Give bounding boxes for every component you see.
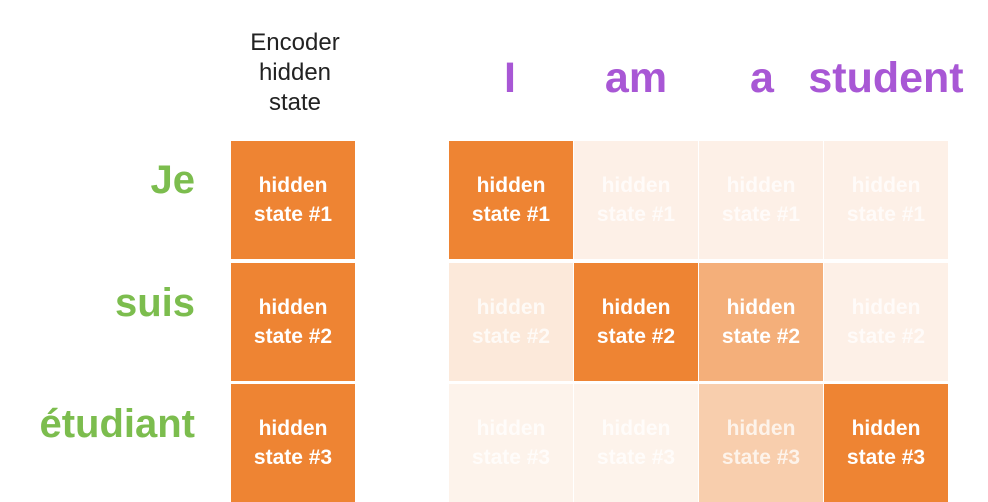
attention-cell-r3-c4: hidden state #3 (824, 384, 948, 502)
encoder-state-cell-3: hidden state #3 (231, 384, 355, 502)
attention-cell-r3-c1: hidden state #3 (449, 384, 573, 502)
attention-cell-r3-c2: hidden state #3 (574, 384, 698, 502)
attention-cell-r1-c2: hidden state #1 (574, 141, 698, 259)
attention-cell-r1-c4: hidden state #1 (824, 141, 948, 259)
target-word-4: student (808, 54, 964, 102)
target-word-1: I (504, 54, 516, 102)
attention-cell-r2-c2: hidden state #2 (574, 263, 698, 381)
attention-cell-r2-c4: hidden state #2 (824, 263, 948, 381)
target-word-2: am (604, 54, 668, 102)
encoder-state-cell-1: hidden state #1 (231, 141, 355, 259)
encoder-hidden-state-header: Encoder hidden state (250, 29, 340, 116)
target-word-3: a (750, 54, 774, 102)
attention-cell-r2-c3: hidden state #2 (699, 263, 823, 381)
attention-cell-r1-c3: hidden state #1 (699, 141, 823, 259)
attention-cell-r3-c3: hidden state #3 (699, 384, 823, 502)
source-word-2: suis (114, 281, 195, 325)
attention-cell-r2-c1: hidden state #2 (449, 263, 573, 381)
source-word-3: étudiant (39, 402, 195, 446)
attention-cell-r1-c1: hidden state #1 (449, 141, 573, 259)
source-word-1: Je (150, 158, 196, 202)
encoder-state-cell-2: hidden state #2 (231, 263, 355, 381)
